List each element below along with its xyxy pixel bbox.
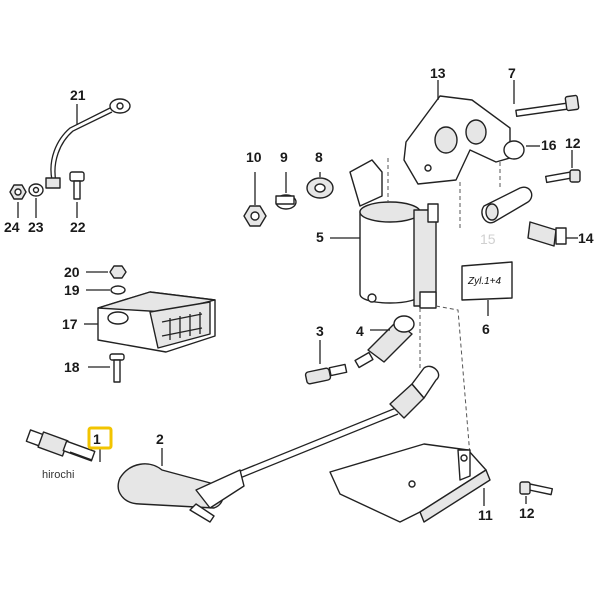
bracket-part-13: [403, 95, 511, 185]
label-23: 23: [28, 219, 44, 235]
lock-washer-part-23: [28, 183, 44, 197]
label-2: 2: [156, 431, 164, 447]
label-24: 24: [4, 219, 20, 235]
label-8: 8: [315, 149, 323, 165]
screw-part-18: [109, 353, 125, 383]
screw-part-12-upper: [544, 169, 581, 184]
control-unit-part-17: [97, 291, 216, 353]
label-9: 9: [280, 149, 288, 165]
screw-part-12-lower: [519, 481, 554, 496]
label-7: 7: [508, 65, 516, 81]
nut-part-20: [109, 265, 127, 279]
label-5: 5: [316, 229, 324, 245]
nut-part-24: [9, 184, 27, 200]
label-19: 19: [64, 282, 80, 298]
grommet-part-8: [306, 177, 334, 199]
label-22: 22: [70, 219, 86, 235]
label-15: 15: [480, 231, 496, 247]
label-4: 4: [356, 323, 364, 339]
spark-plug-connector-part-4: [354, 315, 415, 369]
label-16: 16: [541, 137, 557, 153]
watermark-text: hirochi: [42, 469, 74, 481]
label-11: 11: [478, 507, 493, 523]
ignition-coil-part-5: [349, 159, 439, 309]
label-1: 1: [93, 431, 101, 447]
label-10: 10: [246, 149, 262, 165]
label-14: 14: [578, 230, 594, 246]
bolt-part-7: [515, 94, 580, 117]
label-12-upper: 12: [565, 135, 581, 151]
tag-text: Zyl.1+4: [467, 276, 502, 287]
label-21: 21: [70, 87, 86, 103]
label-18: 18: [64, 359, 80, 375]
connector-part-14: [527, 221, 567, 247]
label-13: 13: [430, 65, 446, 81]
highlight-box: [87, 426, 113, 450]
label-tag-part-6: Zyl.1+4: [461, 261, 513, 301]
label-3: 3: [316, 323, 324, 339]
mounting-plate-part-11: [329, 443, 491, 523]
screw-part-22: [69, 171, 85, 200]
bushing-part-9: [275, 194, 297, 210]
nut-part-10: [243, 205, 267, 227]
ground-strap-part-21: [45, 98, 131, 189]
spark-plug-boot-part-2: [117, 463, 245, 523]
label-17: 17: [62, 316, 78, 332]
ht-lead-cable: [237, 365, 440, 479]
cap-part-16: [503, 140, 525, 160]
connector-part-3: [304, 363, 348, 385]
connector-housing: [481, 186, 533, 224]
label-20: 20: [64, 264, 80, 280]
spark-plug-part-1: [25, 429, 96, 462]
washer-part-19: [110, 285, 126, 295]
label-12-lower: 12: [519, 505, 535, 521]
label-6: 6: [482, 321, 490, 337]
